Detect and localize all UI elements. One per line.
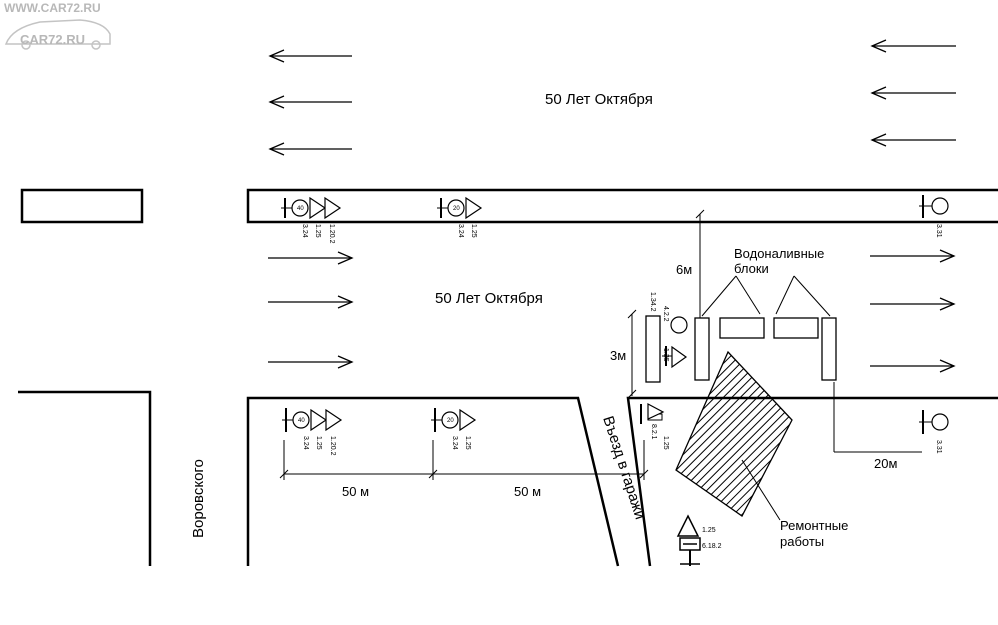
sign-code: 3.24 bbox=[301, 224, 308, 238]
speed-value-20: 20 bbox=[453, 206, 460, 212]
repair-zone bbox=[675, 350, 793, 517]
warning-triangle-icon bbox=[324, 196, 342, 220]
water-block bbox=[821, 317, 837, 381]
sign-code: 3.24 bbox=[457, 224, 464, 238]
repair-label-2: работы bbox=[780, 534, 824, 549]
sign-code: 3.24 bbox=[451, 436, 458, 450]
dimension-50m-label-1: 50 м bbox=[342, 484, 369, 499]
arrow-right-icon bbox=[870, 249, 956, 263]
dimension-50m bbox=[279, 440, 649, 480]
dimension-20m bbox=[833, 382, 922, 453]
sign-group-south-40: 40 3.24 1.25 1.20.2 bbox=[282, 408, 343, 456]
sign-group-south-end: 3.31 bbox=[919, 410, 949, 454]
dimension-50m-label-2: 50 м bbox=[514, 484, 541, 499]
sign-code: 3.31 bbox=[935, 440, 942, 454]
water-block bbox=[773, 317, 819, 339]
arrow-left-icon bbox=[870, 133, 956, 147]
sign-code: 1.20.2 bbox=[328, 224, 335, 244]
sign-code: 1.25 bbox=[702, 527, 716, 534]
sign-code: 1.25 bbox=[662, 436, 669, 450]
sign-code: 1.25 bbox=[314, 224, 321, 238]
keep-side-sign-icon bbox=[670, 316, 688, 334]
speed-value-40: 40 bbox=[297, 206, 304, 212]
sign-code: 3.31 bbox=[935, 224, 942, 238]
arrow-left-icon bbox=[870, 39, 956, 53]
sign-group-median-20: 20 3.24 1.25 bbox=[437, 196, 483, 238]
speed-value-20: 20 bbox=[447, 418, 454, 424]
arrows-eastbound bbox=[268, 249, 956, 373]
repair-label-1: Ремонтные bbox=[780, 518, 848, 533]
road-works-sign-icon bbox=[647, 403, 665, 420]
street-name-middle: 50 Лет Октября bbox=[435, 290, 543, 307]
sign-code: 1.25 bbox=[464, 436, 471, 450]
sign-code: 8.2.1 bbox=[650, 424, 657, 440]
sign-group-south-20: 20 3.24 1.25 bbox=[431, 408, 477, 450]
dimension-6m bbox=[695, 209, 705, 318]
warning-triangle-icon bbox=[309, 196, 327, 220]
water-barrier-leaders bbox=[701, 275, 831, 317]
watermark-url: WWW.CAR72.RU bbox=[4, 1, 101, 15]
water-block bbox=[694, 317, 710, 381]
end-restrictions-sign-icon bbox=[931, 197, 949, 215]
warning-triangle-icon bbox=[459, 408, 477, 432]
watermark-logo: CAR72.RU bbox=[4, 19, 111, 50]
speed-limit-sign-icon bbox=[447, 199, 465, 217]
sign-code: 1.25 bbox=[315, 436, 322, 450]
dimension-6m-label: 6м bbox=[676, 262, 692, 277]
speed-limit-sign-icon bbox=[292, 411, 310, 429]
corner-left bbox=[18, 390, 152, 566]
speed-limit-sign-icon bbox=[441, 411, 459, 429]
arrow-right-icon bbox=[268, 295, 354, 309]
water-block bbox=[719, 317, 765, 339]
sign-code: 1.25 bbox=[662, 348, 669, 362]
sign-code: 1.20.2 bbox=[329, 436, 336, 456]
curb-south-west bbox=[246, 396, 620, 567]
end-restrictions-sign-icon bbox=[931, 413, 949, 431]
water-blocks-label-2: блоки bbox=[734, 261, 769, 276]
sign-code: 1.34.2 bbox=[649, 292, 656, 312]
road-works-sign-icon bbox=[676, 514, 700, 537]
road-works-sign-icon bbox=[671, 345, 688, 369]
dimension-20m-label: 20м bbox=[874, 456, 897, 471]
arrows-westbound bbox=[268, 39, 956, 156]
watermark-logo-text: CAR72.RU bbox=[20, 32, 85, 47]
arrow-right-icon bbox=[268, 251, 354, 265]
sign-group-median-end: 3.31 bbox=[919, 195, 949, 238]
road-edges bbox=[18, 188, 998, 567]
warning-triangle-icon bbox=[325, 408, 343, 432]
arrow-left-icon bbox=[268, 95, 352, 109]
median-main bbox=[246, 188, 998, 224]
sign-code: 4.2.2 bbox=[662, 306, 669, 322]
sign-group-garage: 1.25 8.2.1 bbox=[640, 403, 669, 450]
sign-code: 1.25 bbox=[470, 224, 477, 238]
arrow-right-icon bbox=[870, 359, 956, 373]
sign-group-median-40: 40 3.24 1.25 1.20.2 bbox=[281, 196, 342, 244]
warning-triangle-icon bbox=[310, 408, 328, 432]
garage-entry-label: Въезд в гаражи bbox=[599, 414, 648, 522]
street-name-side: Воровского bbox=[190, 459, 207, 538]
median-left bbox=[20, 188, 144, 224]
street-name-top: 50 Лет Октября bbox=[545, 91, 653, 108]
sign-code: 6.18.2 bbox=[702, 543, 722, 550]
water-barriers bbox=[694, 317, 837, 381]
sign-code: 3.24 bbox=[302, 436, 309, 450]
arrow-right-icon bbox=[870, 297, 956, 311]
sign-group-detour: 1.25 6.18.2 bbox=[676, 514, 722, 566]
sign-group-workzone-start: 1.34.2 4.2.2 1.25 bbox=[645, 292, 688, 383]
arrow-left-icon bbox=[268, 49, 352, 63]
arrow-right-icon bbox=[268, 355, 354, 369]
direction-board-icon bbox=[645, 315, 661, 383]
arrow-left-icon bbox=[268, 142, 352, 156]
warning-triangle-icon bbox=[465, 196, 483, 220]
speed-limit-sign-icon bbox=[291, 199, 309, 217]
arrow-left-icon bbox=[870, 86, 956, 100]
speed-value-40: 40 bbox=[298, 418, 305, 424]
dimension-3m bbox=[627, 309, 637, 399]
dimension-3m-label: 3м bbox=[610, 348, 626, 363]
water-blocks-label-1: Водоналивные bbox=[734, 246, 824, 261]
